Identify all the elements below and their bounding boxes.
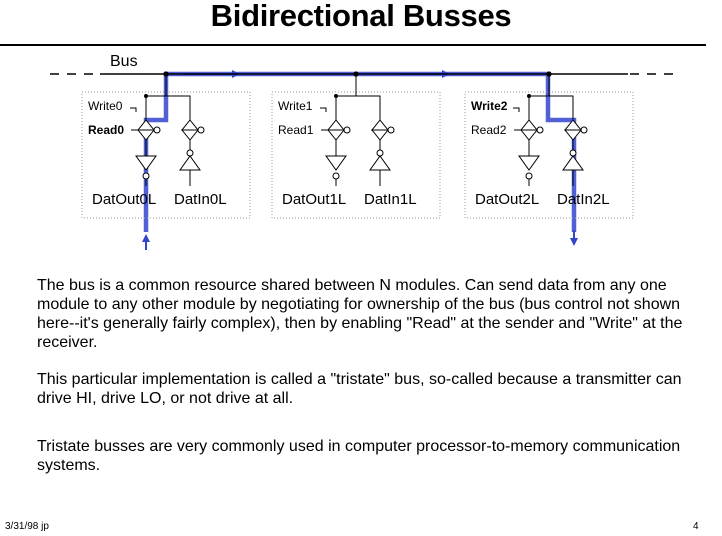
data-out-label: DatOut2L [475,191,539,208]
paragraph-tristate-description: This particular implementation is called… [37,371,682,407]
data-in-label: DatIn0L [174,191,227,208]
write-line [130,107,137,112]
input-inverter [179,155,201,171]
output-tristate-buffer-bottom [519,129,539,141]
data-out-label: DatOut1L [282,191,346,208]
bus-tap-in [549,95,574,120]
input-tristate-buffer-top [180,119,200,131]
output-inverter-bubble [525,172,533,180]
bus-tap-out [145,74,167,120]
write-line [513,107,520,112]
write-line [320,107,327,112]
bus-tap-in [166,95,191,120]
write-label: Write0 [88,99,123,113]
bus-tap-out [335,74,357,120]
input-tristate-buffer-bottom [180,129,200,141]
data-out-label: DatOut0L [92,191,156,208]
bus-junction-dot [163,71,169,77]
footer-page-number: 4 [693,521,699,532]
write-label: Write2 [471,99,508,113]
input-enable-bubble [580,126,588,134]
output-inverter [325,155,347,171]
bus-junction-dot [353,71,359,77]
tap-junction-dot [527,94,531,98]
output-inverter [518,155,540,171]
paragraph-bus-description: The bus is a common resource shared betw… [37,277,683,351]
bus-junction-dot [546,71,552,77]
data-in-label: DatIn1L [364,191,417,208]
output-tristate-buffer-bottom [136,129,156,141]
input-inverter-bubble [569,149,577,157]
read-label: Read0 [88,123,124,137]
input-inverter [562,155,584,171]
output-enable-bubble [153,126,161,134]
bus-tap-out [528,74,550,120]
output-inverter-bubble [332,172,340,180]
bus-tap-in [356,95,381,120]
paragraph-usage-description: Tristate busses are very commonly used i… [37,438,681,474]
page-title: Bidirectional Busses [210,0,512,33]
output-tristate-buffer-bottom [326,129,346,141]
output-tristate-buffer-top [519,119,539,131]
input-enable-bubble [387,126,395,134]
output-enable-bubble [536,126,544,134]
output-tristate-buffer-top [326,119,346,131]
data-in-label: DatIn2L [557,191,610,208]
write-label: Write1 [278,99,313,113]
output-enable-bubble [343,126,351,134]
input-inverter-bubble [376,149,384,157]
title-divider [0,44,706,46]
input-inverter-bubble [186,149,194,157]
read-label: Read2 [471,123,507,137]
tap-junction-dot [334,94,338,98]
data-flow-path [143,71,577,232]
input-tristate-buffer-bottom [370,129,390,141]
bus-label: Bus [110,53,138,70]
footer-date: 3/31/98 jp [5,521,49,532]
output-inverter-bubble [142,172,150,180]
read-label: Read1 [278,123,314,137]
input-inverter [369,155,391,171]
input-tristate-buffer-bottom [563,129,583,141]
tap-junction-dot [144,94,148,98]
output-inverter [135,155,157,171]
input-tristate-buffer-top [370,119,390,131]
input-enable-bubble [197,126,205,134]
